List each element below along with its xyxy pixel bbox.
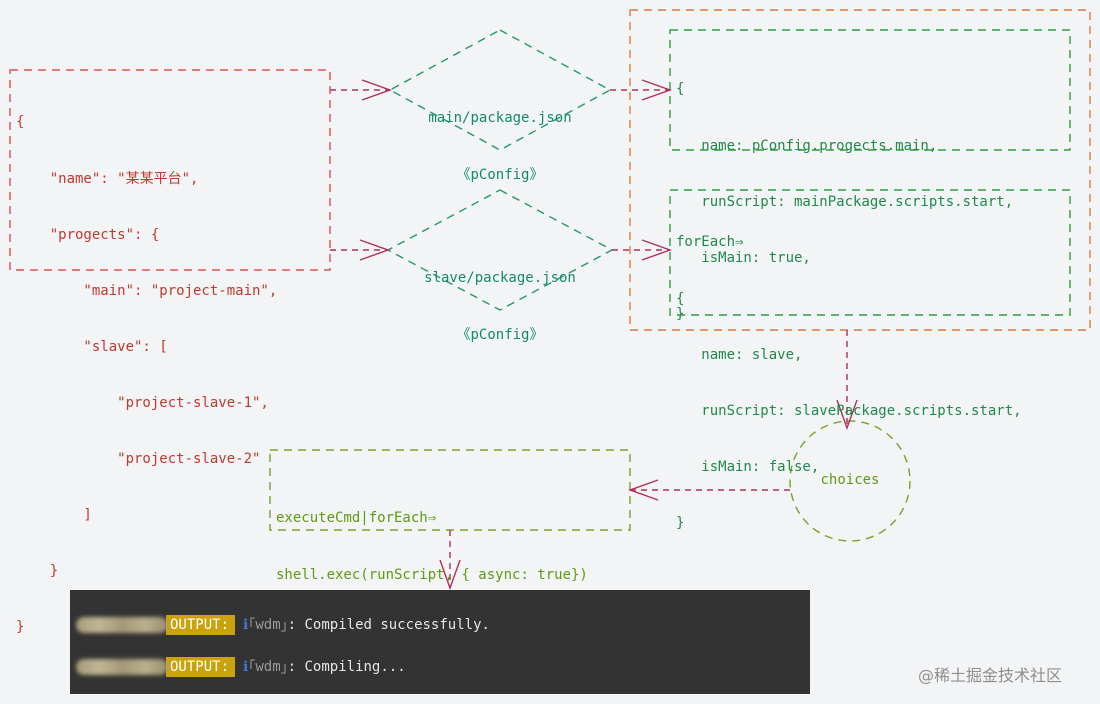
arrowhead-config-to-slave	[359, 239, 391, 261]
decision-main-label: main/package.json 《pConfig》	[400, 71, 600, 204]
config-line: "project-slave-1",	[16, 394, 269, 411]
main-result-line: runScript: mainPackage.scripts.start,	[676, 193, 1014, 210]
slave-result-line: {	[676, 290, 685, 307]
decision-main-line1: main/package.json	[428, 110, 572, 126]
output-group-box	[629, 9, 1091, 331]
exec-line: executeCmd|forEach⇒	[276, 510, 437, 527]
blurred-prefix	[76, 617, 168, 633]
decision-slave-diamond	[386, 189, 614, 311]
slave-result-line: isMain: false,	[676, 458, 820, 475]
arrowhead-group-to-choices	[836, 399, 858, 431]
arrowhead-exec-to-terminal	[439, 559, 461, 591]
main-result-line: isMain: true,	[676, 249, 811, 266]
slave-result-code: forEach⇒ { name: slave, runScript: slave…	[676, 196, 1022, 551]
slave-result-line: }	[676, 514, 685, 531]
info-icon: ℹ	[243, 617, 249, 633]
config-line: "name": "某某平台",	[16, 170, 199, 187]
arrowhead-main-to-result	[641, 79, 673, 101]
config-line: }	[16, 563, 59, 580]
slave-result-line: runScript: slavePackage.scripts.start,	[676, 402, 1022, 419]
decision-slave-line2: 《pConfig》	[456, 327, 544, 343]
main-result-line: {	[676, 81, 685, 98]
config-line: "progects": {	[16, 226, 160, 243]
bracket-open: ｢	[248, 618, 256, 634]
arrowhead-slave-to-result	[641, 239, 673, 261]
slave-result-line: forEach⇒	[676, 234, 744, 251]
output-tag: OUTPUT:	[166, 657, 236, 677]
logger-name: wdm	[255, 617, 281, 633]
slave-result-line: name: slave,	[676, 346, 803, 363]
blurred-prefix	[76, 659, 168, 675]
bracket-close: ｣	[280, 618, 288, 634]
config-box	[9, 69, 331, 271]
config-line: "main": "project-main",	[16, 282, 278, 299]
arrowhead-config-to-main	[361, 79, 393, 101]
watermark: @稀土掘金技术社区	[918, 666, 1063, 685]
terminal-line: OUTPUT: ℹ ｢wdm｣: Compiled successfully.	[76, 614, 490, 636]
main-result-code: { name: pConfig.progects.main, runScript…	[676, 43, 1013, 342]
terminal-message: : Compiled successfully.	[287, 617, 490, 633]
config-line: "project-slave-2"	[16, 451, 261, 468]
exec-line: shell.exec(runScript, { async: true})	[276, 566, 588, 583]
arrowhead-choices-to-exec	[627, 479, 659, 501]
config-line: "slave": [	[16, 338, 168, 355]
output-tag: OUTPUT:	[166, 615, 236, 635]
bracket-close: ｣	[280, 660, 288, 676]
terminal-message: : Compiling...	[287, 659, 406, 675]
main-result-line: }	[676, 305, 685, 322]
info-icon: ℹ	[243, 659, 249, 675]
choices-label: choices	[820, 472, 880, 488]
decision-slave-line1: slave/package.json	[424, 270, 576, 286]
logger-name: wdm	[255, 659, 281, 675]
decision-slave-label: slave/package.json 《pConfig》	[400, 231, 600, 364]
decision-main-line2: 《pConfig》	[456, 167, 544, 183]
config-line: }	[16, 619, 25, 636]
slave-result-box	[669, 189, 1071, 316]
bracket-open: ｢	[248, 660, 256, 676]
config-line: ]	[16, 507, 92, 524]
main-result-line: name: pConfig.progects.main,	[676, 137, 938, 154]
config-code: { "name": "某某平台", "progects": { "main": …	[16, 76, 277, 656]
exec-code: executeCmd|forEach⇒ shell.exec(runScript…	[276, 472, 588, 603]
terminal-line: OUTPUT: ℹ ｢wdm｣: Compiling...	[76, 656, 406, 678]
terminal-output: OUTPUT: ℹ ｢wdm｣: Compiled successfully. …	[70, 590, 810, 694]
config-line: {	[16, 114, 25, 131]
